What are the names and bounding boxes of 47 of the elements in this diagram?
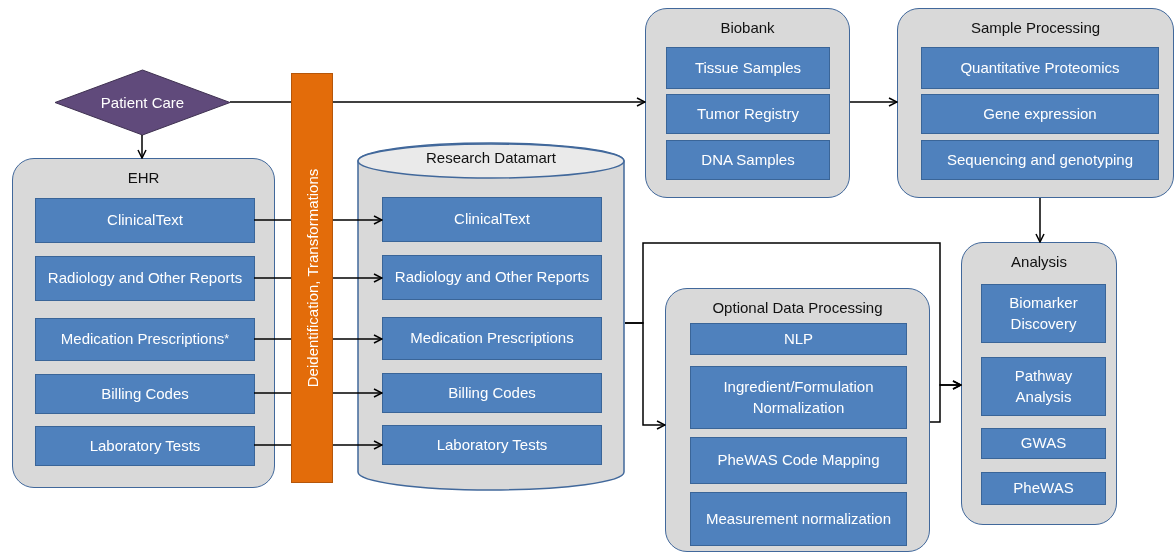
process-box: Tissue Samples [666,47,830,89]
group-panel [961,242,1117,525]
arrow [137,134,147,159]
group-title: Research Datamart [424,149,558,166]
process-box: Radiology and Other Reports [382,255,602,300]
arrow [332,97,646,107]
arrow [849,97,898,107]
process-box: Quantitative Proteomics [921,47,1159,89]
process-box: Biomarker Discovery [981,284,1106,343]
process-box: GWAS [981,428,1106,459]
arrow [332,334,383,344]
process-box: Billing Codes [382,373,602,413]
group-title: EHR [126,169,161,186]
process-box: Measurement normalization [690,492,907,546]
process-box: Tumor Registry [666,94,830,134]
process-box: PheWAS Code Mapping [690,437,907,484]
decision-diamond: Patient Care [55,70,230,135]
arrow [332,215,383,225]
process-box: Gene expression [921,94,1159,134]
process-box: NLP [690,323,907,355]
process-box: Medication Prescriptions [382,317,602,360]
process-box: Sequencing and genotyping [921,140,1159,180]
group-title: Biobank [719,19,776,36]
process-box: Billing Codes [35,374,255,414]
arrow [929,380,962,423]
process-box: Laboratory Tests [35,426,255,466]
process-box: ClinicalText [35,198,255,243]
group-title: Analysis [1010,253,1068,270]
process-box: Radiology and Other Reports [35,256,255,301]
process-box: Laboratory Tests [382,425,602,465]
process-box: Pathway Analysis [981,357,1106,416]
process-box: ClinicalText [382,197,602,242]
process-box: Ingredient/Formulation Normalization [690,366,907,429]
group-title: Optional Data Processing [711,299,884,316]
arrow [1035,197,1045,243]
group-panel [665,288,930,552]
arrow [332,273,383,283]
group-title: Sample Processing [969,19,1102,36]
group-panel [12,158,275,488]
group-panel [897,8,1174,198]
arrow [332,388,383,398]
process-box: DNA Samples [666,140,830,180]
group-panel [645,8,850,198]
database-cylinder [357,143,625,490]
process-bar: Deidentification, Transformations [291,73,333,483]
arrow [332,440,383,450]
process-box: PheWAS [981,472,1106,505]
